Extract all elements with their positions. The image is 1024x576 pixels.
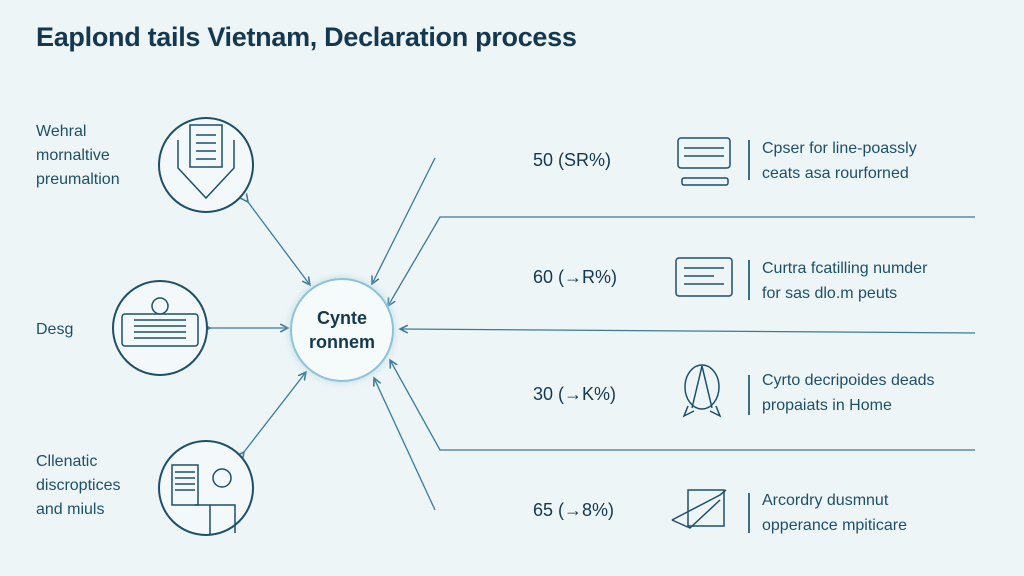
desc-line: propaiats in Home: [762, 397, 892, 414]
document-envelope-icon: [158, 117, 254, 213]
connector-right-3: [400, 329, 976, 334]
row-4-description: Arcordry dusmnut opperance mpiticare: [762, 488, 907, 538]
label-line: Cllenatic: [36, 453, 98, 470]
row-3-value: 30 (→K%): [533, 384, 617, 404]
row-3-description: Cyrto decripoides deads propaiats in Hom…: [762, 368, 935, 418]
left-node-label-3: Cllenatic discroptices and miuls: [36, 450, 120, 522]
desc-line: ceats asa rourforned: [762, 165, 909, 182]
row-1-value: 50 (SR%): [533, 150, 612, 170]
center-label-line1: Cynte: [316, 308, 367, 328]
label-line: and miuls: [36, 501, 105, 518]
connector-right-4: [390, 360, 975, 451]
connector-right-5: [374, 378, 436, 511]
divider: [748, 260, 750, 300]
page-title: Eaplond tails Vietnam, Declaration proce…: [36, 22, 577, 52]
label-line: discroptices: [36, 477, 121, 494]
desc-line: Cpser for line-poassly: [762, 140, 917, 157]
label-line: preumaltion: [36, 171, 120, 188]
center-label-line2: ronnem: [308, 332, 375, 352]
label-line: Wehral: [36, 123, 87, 140]
connector-left-1: [248, 202, 310, 285]
connector-right-1: [372, 157, 436, 284]
connector-left-3: [244, 372, 306, 452]
divider: [748, 493, 750, 533]
row-4-value: 65 (→8%): [533, 500, 615, 520]
document-pen-icon: [687, 489, 725, 527]
row-2-description: Curtra fcatilling numder for sas dlo.m p…: [762, 256, 927, 306]
divider: [748, 375, 750, 415]
connector-right-2: [388, 216, 975, 306]
desc-line: Curtra fcatilling numder: [762, 260, 928, 277]
desc-line: Arcordry dusmnut: [762, 492, 889, 509]
office-scene-icon: [158, 440, 254, 536]
divider: [748, 140, 750, 180]
screen-dashboard-icon: [675, 257, 733, 297]
desc-line: Cyrto decripoides deads: [762, 372, 935, 389]
central-node: Cynte ronnem: [290, 278, 394, 382]
row-2-value: 60 (→R%): [533, 267, 618, 287]
left-node-label-1: Wehral mornaltive preumaltion: [36, 120, 120, 192]
device-icon: [112, 280, 208, 376]
row-1-description: Cpser for line-poassly ceats asa rourfor…: [762, 136, 917, 186]
shield-badge-icon: [684, 364, 720, 410]
monitor-icon: [677, 137, 731, 169]
desc-line: opperance mpiticare: [762, 517, 907, 534]
left-node-label-2: Desg: [36, 318, 73, 342]
label-line: Desg: [36, 321, 74, 338]
desc-line: for sas dlo.m peuts: [762, 285, 898, 302]
label-line: mornaltive: [36, 147, 110, 164]
